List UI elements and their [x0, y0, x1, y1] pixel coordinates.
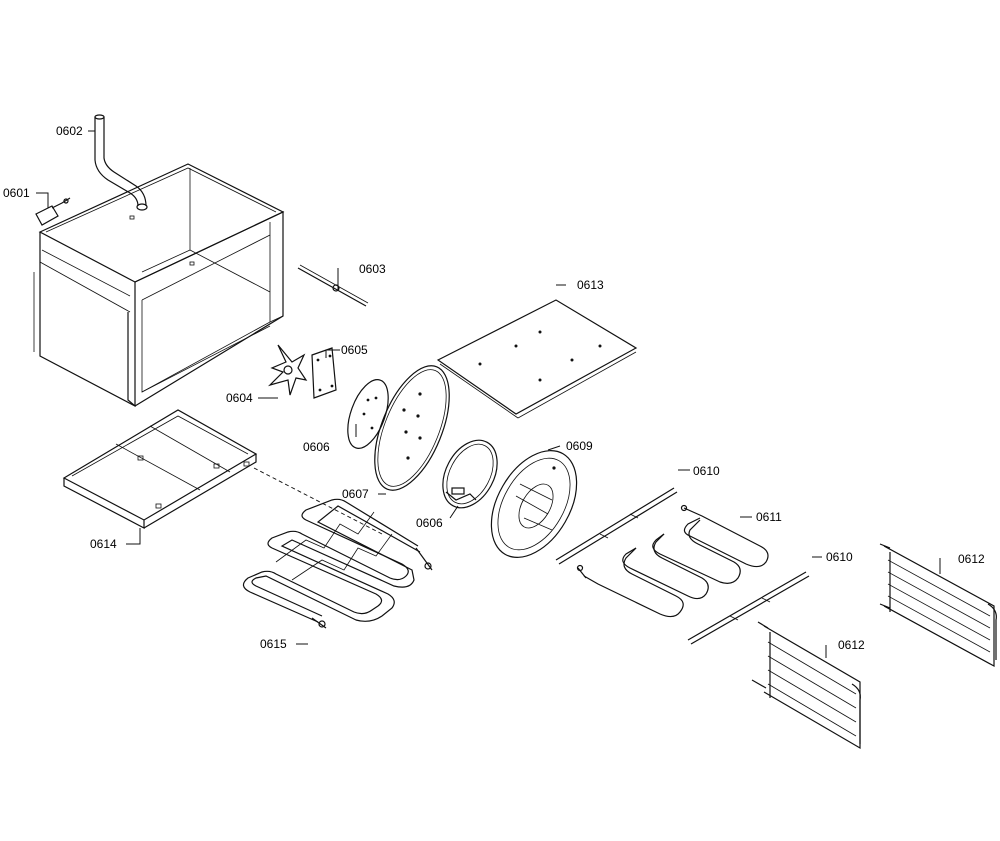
label-0612-left: 0612: [838, 638, 865, 652]
label-0606-lower: 0606: [416, 516, 443, 530]
label-0604: 0604: [226, 391, 253, 405]
part-0606-gasket-disc[interactable]: [340, 374, 397, 453]
part-0608-ring-element[interactable]: [432, 431, 508, 517]
alignment-dashed-line: [253, 467, 383, 535]
label-0613: 0613: [577, 278, 604, 292]
part-0612-rack-right[interactable]: [879, 543, 997, 668]
label-0610-lower: 0610: [826, 550, 853, 564]
part-0607-convection-baffle[interactable]: [359, 356, 464, 501]
label-0603: 0603: [359, 262, 386, 276]
label-0615: 0615: [260, 637, 287, 651]
part-oven-cavity-enclosure: [33, 163, 285, 407]
part-0603-rod[interactable]: [297, 264, 369, 307]
part-0615-bake-element[interactable]: [242, 498, 433, 629]
label-0614: 0614: [90, 537, 117, 551]
label-0611: 0611: [756, 510, 782, 524]
part-0613-bottom-plate[interactable]: [436, 299, 638, 419]
part-0604-fan[interactable]: [267, 344, 308, 396]
part-0602-vent-pipe[interactable]: [94, 114, 148, 211]
part-0605-mount-plate[interactable]: [311, 347, 337, 399]
label-0606-upper: 0606: [303, 440, 330, 454]
part-0610-rail-upper[interactable]: [555, 487, 678, 565]
part-0611-broil-element[interactable]: [576, 504, 769, 618]
part-0614-bottom-tray[interactable]: [62, 409, 258, 529]
label-0612-right: 0612: [958, 552, 985, 566]
part-0610-rail-lower[interactable]: [687, 571, 810, 645]
label-0610-upper: 0610: [693, 464, 720, 478]
part-0609-fan-cover[interactable]: [474, 436, 594, 572]
label-0602: 0602: [56, 124, 83, 138]
label-0609: 0609: [566, 439, 593, 453]
part-0612-rack-left[interactable]: [751, 621, 861, 750]
leader-lines: [36, 130, 941, 658]
label-0601: 0601: [3, 186, 30, 200]
part-0601-sensor[interactable]: [35, 197, 71, 226]
label-0607: 0607: [342, 487, 369, 501]
label-0605: 0605: [341, 343, 368, 357]
